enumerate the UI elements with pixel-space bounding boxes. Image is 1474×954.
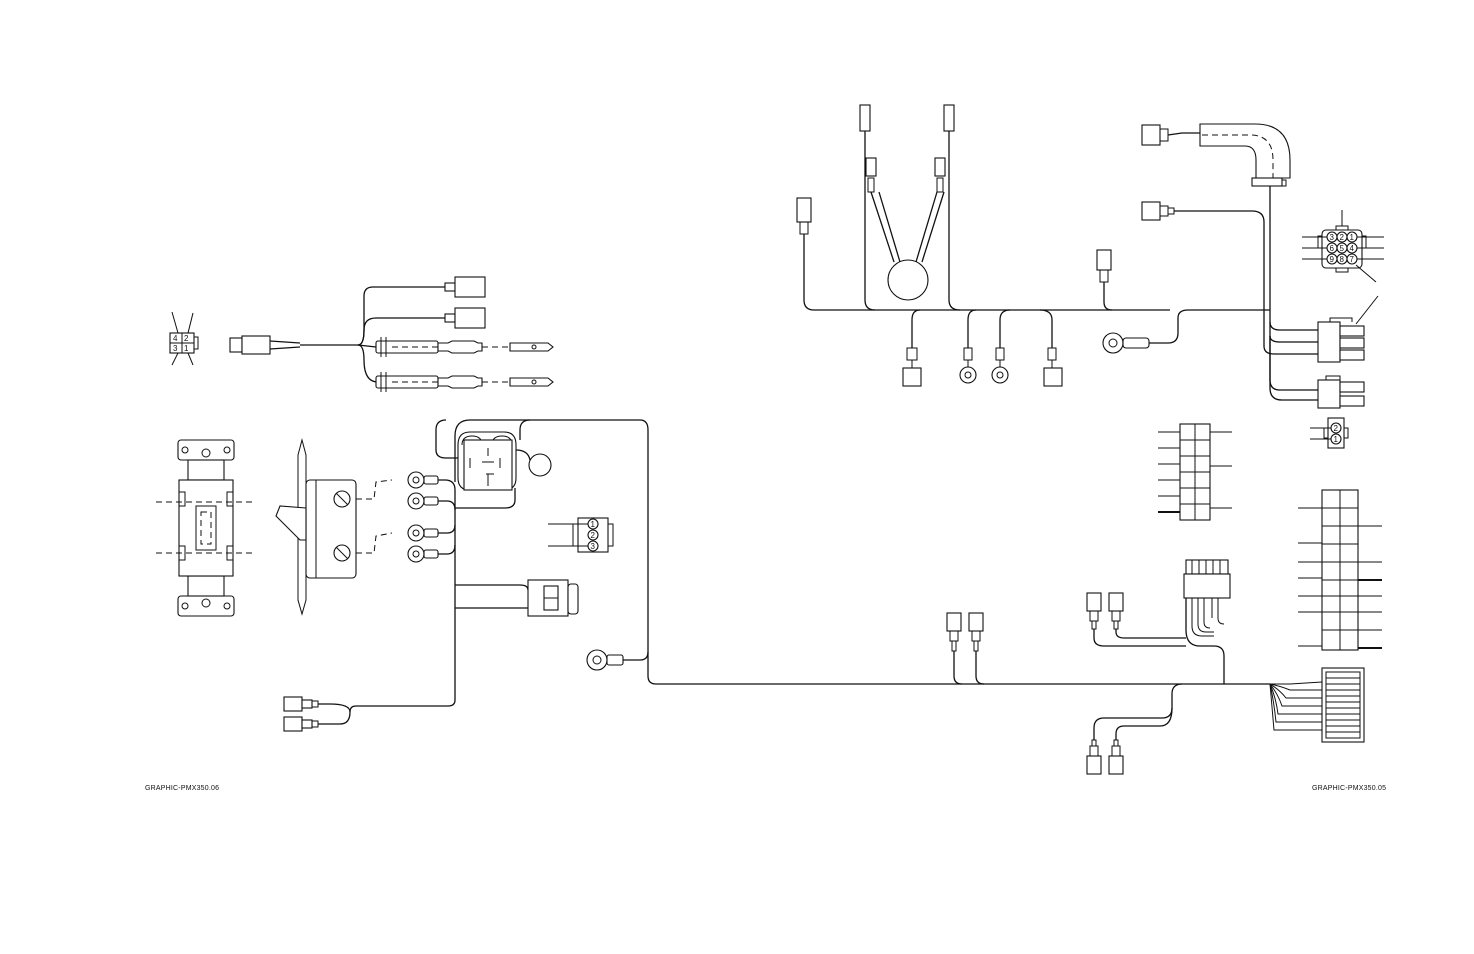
ring-terminal-trunk <box>586 649 624 671</box>
nine-pin-label: 8 <box>1340 255 1345 264</box>
small-plug-pin: 4 <box>173 334 178 343</box>
spade-pair-bottom-left <box>283 696 319 732</box>
three-pin-connector: 1 2 3 <box>548 517 614 553</box>
figure-caption-right: GRAPHIC-PMX350.05 <box>1312 785 1387 792</box>
toggle-switch-side <box>275 438 393 616</box>
terminal-block-small <box>1158 423 1232 521</box>
nine-pin-label: 6 <box>1330 244 1335 253</box>
terminal-block-large <box>1298 489 1382 651</box>
spade-pairs-trunk <box>946 592 1186 685</box>
three-pin-label: 2 <box>591 531 596 540</box>
small-plug-pin: 1 <box>184 344 189 353</box>
small-plug-pin: 3 <box>173 344 178 353</box>
thermostat-harness <box>796 104 1270 387</box>
twelve-way-connector <box>1269 667 1365 743</box>
nine-pin-label: 9 <box>1330 255 1335 264</box>
nine-pin-label: 4 <box>1350 244 1355 253</box>
nine-pin-label: 7 <box>1350 255 1355 264</box>
elbow-sleeve <box>1141 123 1291 322</box>
two-pin-label: 1 <box>1334 435 1339 444</box>
figure-caption-left: GRAPHIC-PMX350.06 <box>145 785 220 792</box>
spade-pair-bottom-right <box>1086 683 1183 775</box>
nine-pin-connector: 3 2 1 6 5 4 9 8 7 <box>1302 210 1384 283</box>
nine-pin-label: 3 <box>1330 233 1335 242</box>
upper-left-harness <box>229 276 554 392</box>
nine-pin-label: 2 <box>1340 233 1345 242</box>
small-four-pin-plug: 4 2 3 1 <box>169 311 199 366</box>
two-pin-label: 2 <box>1334 424 1339 433</box>
left-wiring <box>318 419 1270 725</box>
three-pin-label: 3 <box>591 542 596 551</box>
relay <box>457 431 552 491</box>
six-way-block <box>1183 559 1231 684</box>
molex-connector-left <box>527 579 579 617</box>
ring-terminals-left <box>407 471 439 563</box>
nine-pin-label: 5 <box>1340 244 1345 253</box>
nine-pin-label: 1 <box>1350 233 1355 242</box>
three-pin-label: 1 <box>591 520 596 529</box>
right-plug-connectors: 2 1 <box>1263 295 1379 449</box>
wall-plate-switch <box>156 439 252 617</box>
small-plug-pin: 2 <box>184 334 189 343</box>
